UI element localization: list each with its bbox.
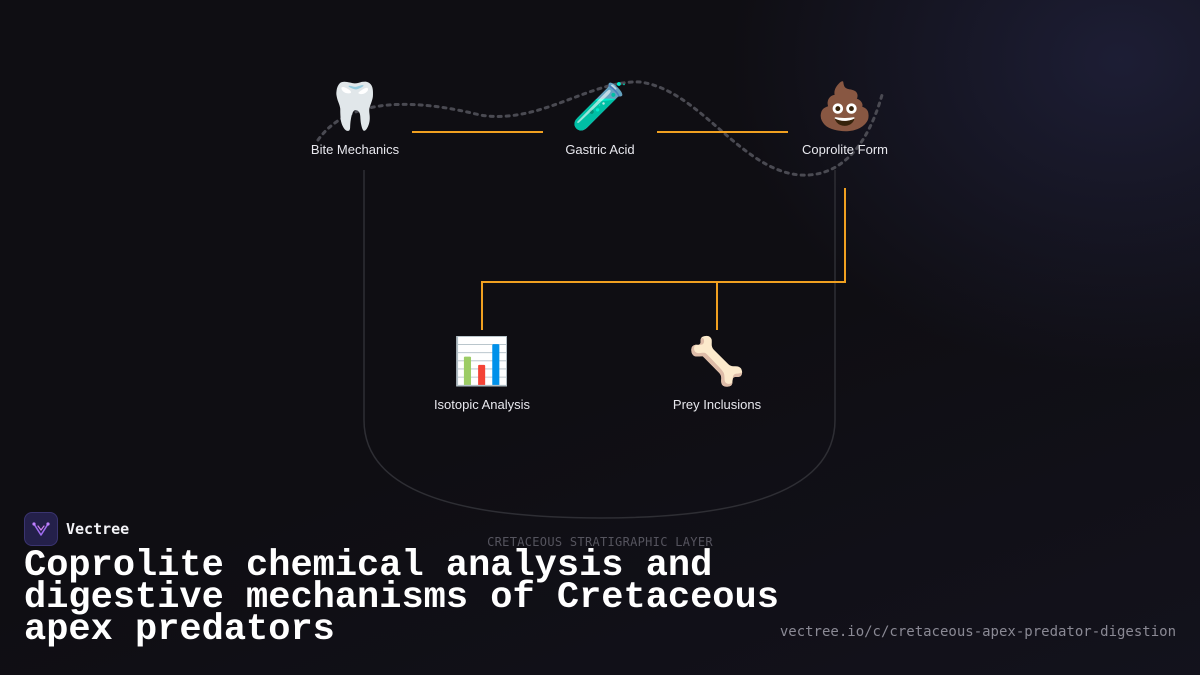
node-isotopic-analysis[interactable]: 📊 Isotopic Analysis bbox=[392, 333, 572, 412]
tooth-icon: 🦷 bbox=[326, 79, 384, 133]
test-tube-icon: 🧪 bbox=[571, 79, 629, 133]
node-prey-inclusions[interactable]: 🦴 Prey Inclusions bbox=[627, 333, 807, 412]
node-label: Bite Mechanics bbox=[310, 142, 400, 157]
brand-name: Vectree bbox=[66, 520, 130, 538]
bone-icon: 🦴 bbox=[688, 334, 746, 388]
poop-icon: 💩 bbox=[816, 79, 874, 133]
page-url[interactable]: vectree.io/c/cretaceous-apex-predator-di… bbox=[779, 624, 1176, 640]
brand[interactable]: Vectree bbox=[24, 512, 129, 546]
dotted-wave-path bbox=[316, 80, 884, 177]
vectree-logo-icon bbox=[24, 512, 58, 546]
edge-coprolite-isotopic bbox=[481, 188, 846, 330]
node-bite-mechanics[interactable]: 🦷 Bite Mechanics bbox=[265, 78, 445, 157]
page-title: Coprolite chemical analysis and digestiv… bbox=[24, 545, 779, 651]
node-label: Gastric Acid bbox=[565, 142, 635, 157]
node-label: Prey Inclusions bbox=[672, 397, 762, 412]
node-label: Isotopic Analysis bbox=[433, 397, 531, 412]
stratigraphic-layer-outline bbox=[363, 170, 836, 519]
bar-chart-icon: 📊 bbox=[453, 334, 511, 388]
node-gastric-acid[interactable]: 🧪 Gastric Acid bbox=[510, 78, 690, 157]
node-label: Coprolite Form bbox=[802, 142, 888, 157]
layer-label: CRETACEOUS STRATIGRAPHIC LAYER bbox=[487, 535, 713, 549]
node-coprolite-form[interactable]: 💩 Coprolite Form bbox=[755, 78, 935, 157]
